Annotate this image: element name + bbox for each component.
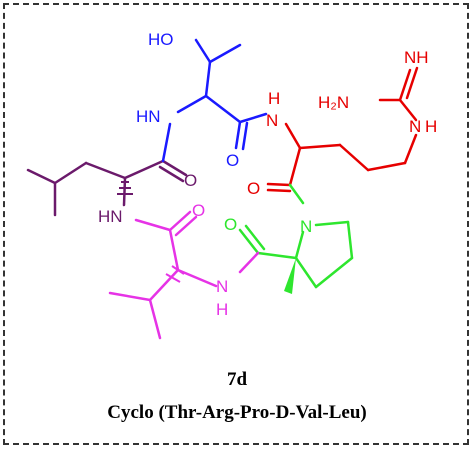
val-amide-h-label: H: [216, 300, 228, 319]
val-amide-n-label: N: [216, 277, 228, 296]
pro-carbonyl-label: O: [224, 215, 237, 234]
arg-amide-n-label: N: [266, 111, 278, 130]
guanidine-amine-label: H₂N: [318, 93, 349, 112]
leu-carbonyl-label: O: [184, 171, 197, 190]
figure-frame: [3, 3, 469, 445]
threonine-residue: [161, 38, 268, 163]
guanidine-imine-label: NH: [404, 48, 429, 67]
thr-hydroxyl-label: HO: [148, 30, 174, 49]
thr-carbonyl-label: O: [226, 151, 239, 170]
arg-carbonyl-label: O: [247, 179, 260, 198]
val-carbonyl-label: O: [192, 201, 205, 220]
proline-residue: [238, 220, 354, 289]
pro-nitrogen-label: N: [300, 217, 312, 236]
compound-number: 7d: [227, 369, 248, 390]
compound-name: Cyclo (Thr-Arg-Pro-D-Val-Leu): [107, 402, 366, 423]
valine-residue: [108, 210, 260, 340]
proline-stereo-wedge: [284, 258, 296, 294]
arg-pro-bond: [288, 183, 305, 205]
arg-amide-h-label: H: [268, 89, 280, 108]
valine-stereo-hash: [165, 265, 185, 283]
leu-amide-label: HN: [98, 207, 123, 226]
thr-amide-label: HN: [136, 107, 161, 126]
leucine-stereo-hash: [117, 181, 133, 195]
guanidine-n-label: N: [409, 117, 421, 136]
guanidine-h-label: H: [425, 117, 437, 136]
arginine-residue: [266, 66, 419, 193]
